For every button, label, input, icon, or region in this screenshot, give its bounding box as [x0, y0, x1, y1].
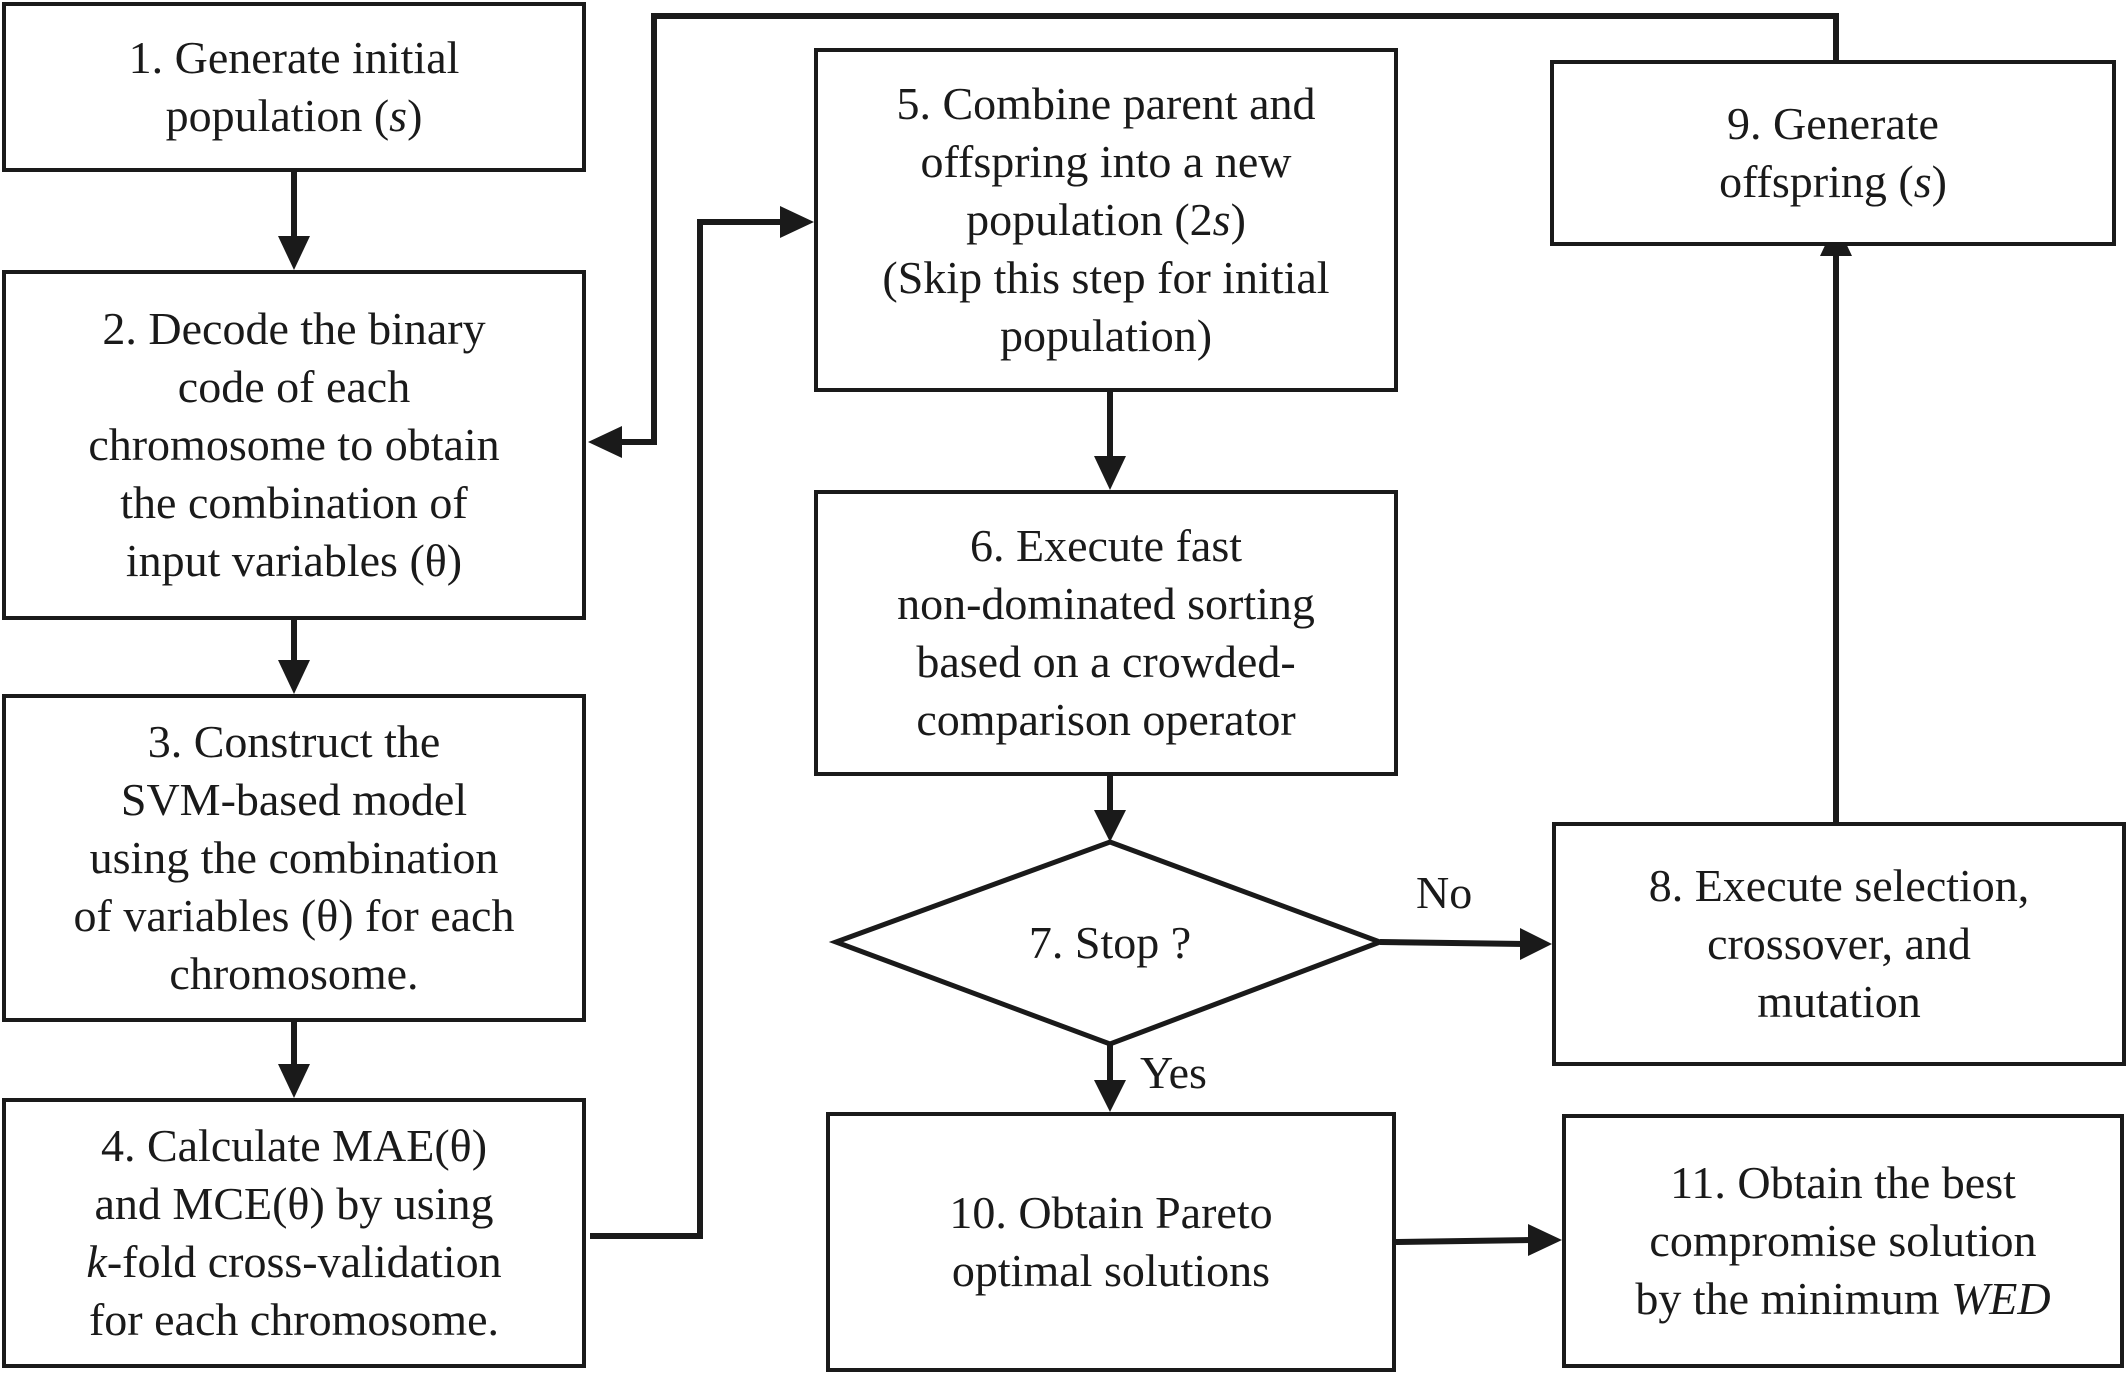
step-3-line-1: 3. Construct the	[147, 716, 441, 767]
step-5-box: 5. Combine parent and offspring into a n…	[814, 48, 1398, 392]
edge-9-to-2	[612, 13, 1839, 445]
edge-label-yes: Yes	[1140, 1047, 1207, 1098]
step-7-label: 7. Stop ?	[1028, 917, 1192, 968]
step-2-line-2: code of each	[177, 361, 411, 412]
step-2-line-1: 2. Decode the binary	[102, 303, 486, 354]
step-10-line-2: optimal solutions	[951, 1245, 1271, 1296]
step-9-line-2: offspring (s)	[1719, 156, 1947, 207]
step-4-line-2: and MCE(θ) by using	[94, 1178, 494, 1229]
step-11-line-1: 11. Obtain the best	[1670, 1157, 2016, 1208]
step-11-line-2: compromise solution	[1649, 1215, 2037, 1266]
step-6-line-2: non-dominated sorting	[897, 578, 1315, 629]
step-8-box: 8. Execute selection, crossover, and mut…	[1552, 822, 2126, 1066]
step-9-box: 9. Generate offspring (s)	[1550, 60, 2116, 246]
step-6-line-4: comparison operator	[916, 694, 1296, 745]
step-8-line-2: crossover, and	[1707, 918, 1971, 969]
edge-4-to-5	[590, 219, 790, 1239]
step-3-line-2: SVM-based model	[120, 774, 468, 825]
step-9-line-1: 9. Generate	[1726, 98, 1939, 149]
step-1-box: 1. Generate initial population (s)	[2, 2, 586, 172]
step-5-line-5: population)	[999, 310, 1213, 361]
step-5-line-4: (Skip this step for initial	[882, 252, 1330, 303]
arrowhead-6-to-7	[1094, 810, 1126, 842]
edge-label-no: No	[1416, 867, 1473, 918]
step-3-line-5: chromosome.	[169, 948, 419, 999]
arrowhead-7-to-8	[1520, 928, 1552, 960]
step-5-line-2: offspring into a new	[920, 136, 1292, 187]
arrowhead-5-to-6	[1094, 456, 1126, 490]
step-11-box: 11. Obtain the best compromise solution …	[1562, 1114, 2124, 1368]
step-10-line-1: 10. Obtain Pareto	[949, 1187, 1273, 1238]
arrowhead-1-to-2	[278, 236, 310, 270]
step-2-line-4: the combination of	[120, 477, 468, 528]
step-4-line-4: for each chromosome.	[88, 1294, 499, 1345]
arrowhead-10-to-11	[1528, 1224, 1562, 1256]
step-2-box: 2. Decode the binary code of each chromo…	[2, 270, 586, 620]
step-4-line-3: k-fold cross-validation	[86, 1236, 502, 1287]
step-6-line-1: 6. Execute fast	[969, 520, 1243, 571]
step-8-line-1: 8. Execute selection,	[1648, 860, 2030, 911]
step-4-box: 4. Calculate MAE(θ) and MCE(θ) by using …	[2, 1098, 586, 1368]
arrowhead-2-to-3	[278, 660, 310, 694]
step-6-line-3: based on a crowded-	[916, 636, 1296, 687]
step-11-line-3: by the minimum WED	[1635, 1273, 2051, 1324]
step-3-line-3: using the combination	[89, 832, 499, 883]
step-3-box: 3. Construct the SVM-based model using t…	[2, 694, 586, 1022]
step-10-box: 10. Obtain Pareto optimal solutions	[826, 1112, 1396, 1372]
step-6-box: 6. Execute fast non-dominated sorting ba…	[814, 490, 1398, 776]
edge-7-to-8	[1379, 939, 1527, 947]
step-5-line-1: 5. Combine parent and	[896, 78, 1316, 129]
edge-10-to-11	[1395, 1237, 1533, 1245]
step-5-line-3: population (2s)	[966, 194, 1246, 245]
step-8-line-3: mutation	[1757, 976, 1921, 1027]
decision-diamond-7	[828, 839, 1388, 1047]
step-3-line-4: of variables (θ) for each	[73, 890, 515, 941]
step-1-line-1: 1. Generate initial	[128, 32, 460, 83]
step-4-line-1: 4. Calculate MAE(θ)	[100, 1120, 488, 1171]
arrowhead-7-to-10	[1094, 1080, 1126, 1112]
arrowhead-3-to-4	[278, 1064, 310, 1098]
step-2-line-3: chromosome to obtain	[88, 419, 500, 470]
step-1-line-2: population (s)	[165, 90, 423, 141]
arrowhead-4-to-5	[780, 206, 814, 238]
step-2-line-5: input variables (θ)	[125, 535, 463, 586]
arrowhead-9-to-2	[588, 426, 622, 458]
